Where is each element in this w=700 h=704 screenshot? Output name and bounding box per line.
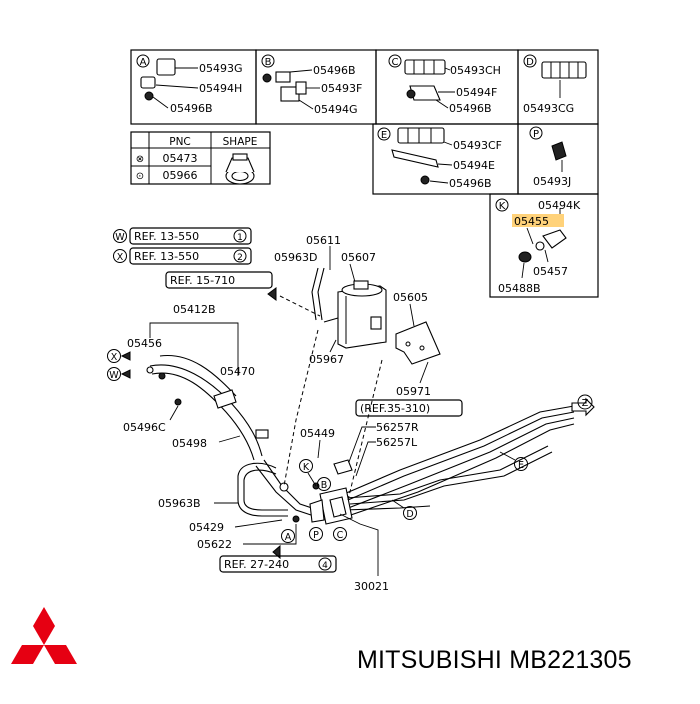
box-c-part-3: 05496B [449, 102, 492, 115]
shape-header: SHAPE [223, 136, 258, 148]
pnc-header: PNC [169, 136, 191, 148]
box-a-letter: A [140, 57, 147, 68]
box-e-part-1: 05493CF [453, 139, 502, 152]
callout-x: X [111, 352, 118, 363]
pnc-row-1-value: 05473 [163, 152, 198, 165]
svg-text:4: 4 [322, 561, 328, 571]
bent-tube-05963b: 05963B 05429 05622 [158, 462, 297, 551]
callout-c: C [337, 530, 344, 541]
box-p-part-1: 05493J [533, 175, 571, 188]
detail-box-e: E 05493CF 05494E 05496B [372, 123, 519, 195]
svg-text:X: X [117, 252, 124, 263]
callout-k: K [303, 462, 310, 473]
mitsubishi-logo [11, 607, 77, 664]
diagram-callouts: K B A P C D E [281, 451, 528, 543]
box-b-part-3: 05494G [314, 103, 358, 116]
detail-box-p: P 05493J [517, 123, 599, 195]
detail-box-c: C 05493CH 05494F 05496B [375, 49, 519, 125]
box-a-part-2: 05494H [199, 82, 242, 95]
box-k-letter: K [499, 201, 506, 212]
label-05963b: 05963B [158, 497, 201, 510]
callout-e: E [518, 460, 524, 471]
label-05607: 05607 [341, 251, 376, 264]
label-05412b: 05412B [173, 303, 216, 316]
label-05496c: 05496C [123, 421, 166, 434]
label-05967: 05967 [309, 353, 344, 366]
ref-27-240-label: REF. 27-240 4 [219, 544, 337, 573]
logo-diamond-right [44, 645, 77, 664]
label-05498: 05498 [172, 437, 207, 450]
ref-w-label: W REF. 13-550 1 [113, 227, 252, 245]
label-30021: 30021 [354, 580, 389, 593]
brand-part-number: MITSUBISHI MB221305 [357, 646, 632, 674]
svg-text:W: W [115, 232, 125, 243]
detail-box-k: K 05494K 05455 05457 05488B [489, 193, 599, 298]
logo-diamond-left [11, 645, 44, 664]
label-05971: 05971 [396, 385, 431, 398]
canister-assembly: 05611 05963D 05607 05967 05605 05971 [274, 234, 441, 398]
svg-text:1: 1 [237, 233, 243, 243]
svg-text:REF. 15-710: REF. 15-710 [170, 274, 235, 287]
box-a-part-1: 05493G [199, 62, 243, 75]
ref-x-label: X REF. 13-550 2 [113, 247, 252, 265]
pnc-row-2-value: 05966 [163, 169, 198, 182]
label-05963d: 05963D [274, 251, 317, 264]
box-a-part-3: 05496B [170, 102, 213, 115]
box-p-letter: P [533, 129, 539, 140]
label-05456: 05456 [127, 337, 162, 350]
box-c-letter: C [392, 57, 399, 68]
box-d-letter: D [526, 57, 534, 68]
callout-a: A [285, 532, 292, 543]
box-k-part-2-highlighted: 05455 [514, 215, 549, 228]
dashed-leader-05967 [283, 329, 319, 487]
box-k-part-1: 05494K [538, 199, 581, 212]
pnc-row-1-symbol: ⊗ [136, 154, 144, 165]
box-k-part-4: 05488B [498, 282, 541, 295]
box-b-part-2: 05493F [321, 82, 362, 95]
label-05449: 05449 [300, 427, 335, 440]
label-05429: 05429 [189, 521, 224, 534]
svg-text:REF. 27-240: REF. 27-240 [224, 558, 289, 571]
part-30021: 30021 [339, 513, 389, 593]
box-c-part-2: 05494F [456, 86, 497, 99]
callout-p: P [313, 530, 319, 541]
svg-text:REF. 13-550: REF. 13-550 [134, 230, 199, 243]
pnc-row-2-symbol: ⊙ [136, 171, 144, 182]
detail-box-d: D 05493CG [517, 49, 599, 125]
box-e-letter: E [381, 130, 387, 141]
box-e-part-3: 05496B [449, 177, 492, 190]
ref-15-710-label: REF. 15-710 [165, 271, 277, 301]
label-05470: 05470 [220, 365, 255, 378]
label-56257l: 56257L [376, 436, 418, 449]
svg-text:REF. 13-550: REF. 13-550 [134, 250, 199, 263]
clamp-shape-icon [225, 153, 255, 185]
svg-text:2: 2 [237, 253, 243, 263]
box-d-part-1: 05493CG [523, 102, 574, 115]
fuel-line-bundle: Z [255, 394, 595, 525]
callout-w: W [109, 370, 119, 381]
detail-box-a: A 05493G 05494H 05496B [130, 49, 257, 125]
detail-box-b: B 05496B 05493F 05494G [255, 49, 377, 125]
label-05622: 05622 [197, 538, 232, 551]
left-hose-assembly: 05412B 05456 05470 05496C 05498 X W [107, 303, 269, 461]
label-05605: 05605 [393, 291, 428, 304]
label-05611: 05611 [306, 234, 341, 247]
box-c-part-1: 05493CH [450, 64, 501, 77]
middle-labels: 05449 (REF.35-310) 56257R 56257L [300, 399, 463, 477]
callout-b: B [321, 480, 328, 491]
box-e-part-2: 05494E [453, 159, 495, 172]
callout-z: Z [582, 398, 589, 409]
label-56257r: 56257R [376, 421, 419, 434]
logo-diamond-top [33, 607, 55, 645]
callout-d: D [406, 509, 413, 520]
box-b-part-1: 05496B [313, 64, 356, 77]
box-k-part-3: 05457 [533, 265, 568, 278]
dashed-leader-canister [347, 359, 383, 501]
box-b-letter: B [265, 57, 272, 68]
ref-35-310: (REF.35-310) [360, 402, 430, 415]
pnc-shape-table: PNC SHAPE ⊗ 05473 ⊙ 05966 [130, 131, 271, 185]
